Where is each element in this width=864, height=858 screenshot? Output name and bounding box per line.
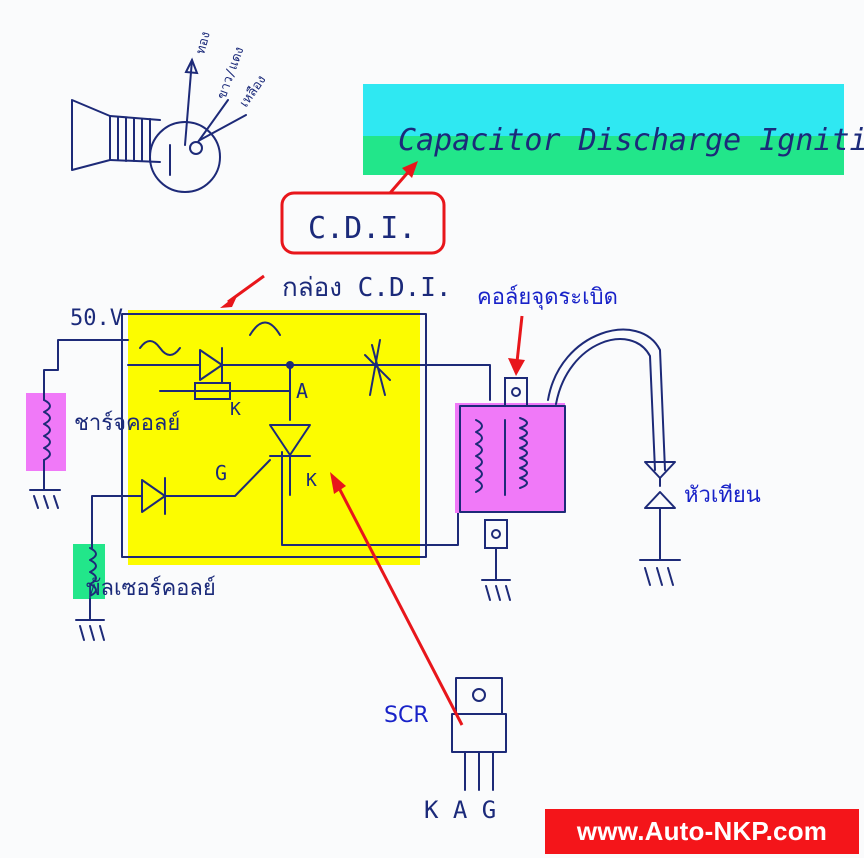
pulser-coil-label: พัลเซอร์คอลย์ <box>86 576 216 601</box>
cdi-label-box: C.D.I. <box>280 191 446 255</box>
diode-cathode-label: K <box>230 399 241 420</box>
voltage-label: 50.V <box>70 306 123 331</box>
charge-coil-label: ชาร์จคอลย์ <box>74 411 180 436</box>
magneto-label-1: ทอง <box>193 30 213 56</box>
ignition-coil-label: คอล์ยจุดระเบิด <box>477 285 618 310</box>
cdi-label-text: C.D.I. <box>308 211 416 246</box>
spark-plug-label: หัวเทียน <box>684 483 761 508</box>
gate-label: G <box>215 461 227 485</box>
ignition-coil-highlight <box>455 403 565 513</box>
cdi-housing-label: กล่อง C.D.I. <box>282 273 452 303</box>
magneto-label-3: เหลือง <box>236 72 269 110</box>
scr-pins-label: K A G <box>424 796 496 824</box>
anode-label: A <box>296 379 308 403</box>
cathode-label: K <box>306 470 317 491</box>
brand-banner[interactable]: www.Auto-NKP.com <box>545 809 859 854</box>
pulser-coil-highlight <box>73 544 105 599</box>
title-text: Capacitor Discharge Ignition. <box>398 123 864 158</box>
title-banner: Capacitor Discharge Ignition. <box>363 84 864 175</box>
spark-plug <box>639 461 681 586</box>
cdi-box-highlight <box>128 310 420 565</box>
magneto-sketch: ทอง ขาว/แดง เหลือง <box>71 30 269 193</box>
scr-component <box>451 677 507 791</box>
scr-label: SCR <box>384 703 429 728</box>
